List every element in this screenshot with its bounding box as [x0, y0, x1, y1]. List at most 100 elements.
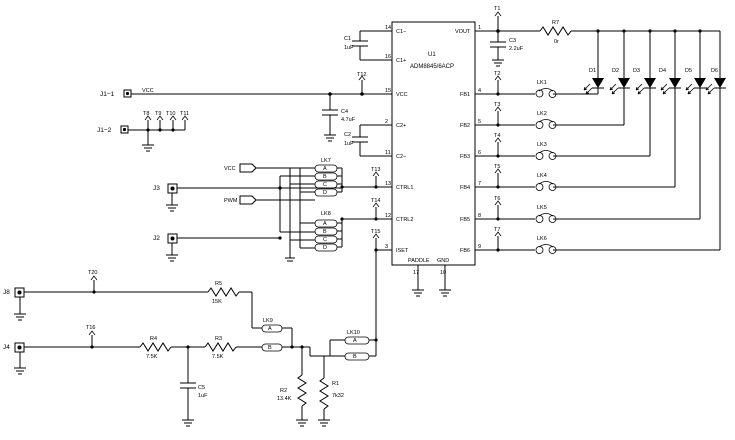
r1-value: 7k32 — [332, 393, 344, 399]
lk10-pin-a: A — [353, 338, 357, 344]
lk2-label: LK2 — [537, 111, 547, 117]
pin-name-c2minus: C2− — [396, 154, 406, 160]
connector-j2 — [166, 233, 282, 262]
pin-num-9: 9 — [478, 244, 481, 250]
ic-right-pins — [475, 30, 535, 251]
t9-label: T9 — [155, 111, 161, 117]
t7-label: T7 — [494, 227, 500, 233]
link-lk9 — [261, 324, 310, 427]
connector-j1-1 — [123, 89, 140, 98]
pin-name-iset: ISET — [396, 248, 409, 254]
lk4-label: LK4 — [537, 173, 547, 179]
d5-label: D5 — [685, 68, 692, 74]
lk7-pin-d: D — [323, 190, 327, 196]
pin-name-ctrl1: CTRL1 — [396, 185, 413, 191]
pin-num-1: 1 — [478, 25, 481, 31]
pin-name-fb4: FB4 — [460, 185, 470, 191]
r5-value: 15K — [212, 299, 222, 305]
lk7-pin-a: A — [323, 166, 327, 172]
ic-u1-body — [391, 21, 476, 266]
lk10-pin-b: B — [353, 354, 357, 360]
d1-label: D1 — [589, 68, 596, 74]
c2-value: 1uF — [344, 141, 354, 147]
pin-name-vcc: VCC — [396, 92, 408, 98]
j4-r4-r3-path — [14, 330, 262, 427]
lk9-label: LK9 — [263, 318, 273, 324]
lk1-label: LK1 — [537, 80, 547, 86]
c1-ref: C1 — [344, 36, 351, 42]
t14-label: T14 — [371, 198, 380, 204]
j2-label: J2 — [153, 235, 160, 242]
j3-label: J3 — [153, 185, 160, 192]
pin-name-fb3: FB3 — [460, 154, 470, 160]
c3-value: 2.2uF — [509, 46, 524, 52]
pin-name-c2plus: C2+ — [396, 123, 406, 129]
d6-label: D6 — [711, 68, 718, 74]
pin-name-vout: VOUT — [455, 29, 471, 35]
ic-ref: U1 — [428, 52, 436, 58]
capacitor-c4 — [322, 92, 338, 142]
lk7-pin-b: B — [323, 174, 327, 180]
pin-name-fb1: FB1 — [460, 92, 470, 98]
lk10-label: LK10 — [347, 330, 360, 336]
t13-label: T13 — [371, 167, 380, 173]
lk9-pin-a: A — [268, 326, 272, 332]
ic-left-pins — [140, 30, 392, 251]
lk8-pin-c: C — [323, 237, 327, 243]
vcc-flag-label: VCC — [224, 166, 236, 172]
pin-name-fb2: FB2 — [460, 123, 470, 129]
t11-label: T11 — [180, 111, 189, 117]
d2-label: D2 — [612, 68, 619, 74]
pin-name-c1minus: C1− — [396, 29, 406, 35]
r7-ref: R7 — [552, 20, 559, 26]
r2-ref: R2 — [280, 388, 287, 394]
r7-value: 0r — [554, 39, 559, 45]
lk3-label: LK3 — [537, 142, 547, 148]
pin-num-12: 12 — [385, 213, 391, 219]
pin-num-3: 3 — [385, 244, 388, 250]
pin-name-gnd: GND — [437, 258, 449, 264]
j8-label: J8 — [3, 289, 10, 296]
t16-label: T16 — [86, 325, 95, 331]
t3-label: T3 — [494, 102, 500, 108]
link-lk10 — [309, 250, 378, 427]
fb-test-points — [494, 75, 502, 252]
t5-label: T5 — [494, 164, 500, 170]
t2-label: T2 — [494, 71, 500, 77]
test-point-t12 — [358, 75, 366, 96]
r1-ref: R1 — [332, 381, 339, 387]
j1-2-label: J1−2 — [97, 127, 112, 134]
t8-label: T8 — [143, 111, 149, 117]
led-array — [553, 29, 726, 251]
t6-label: T6 — [494, 196, 500, 202]
pin-name-paddle: PADDLE — [408, 258, 430, 264]
pin-num-10: 10 — [440, 270, 446, 276]
t4-label: T4 — [494, 133, 500, 139]
pin-num-17: 17 — [413, 270, 419, 276]
ic-bottom-grounds — [412, 265, 451, 297]
connector-j3 — [166, 183, 342, 212]
d3-label: D3 — [633, 68, 640, 74]
pin-num-14: 14 — [385, 25, 391, 31]
pin-name-fb5: FB5 — [460, 217, 470, 223]
r4-ref: R4 — [150, 336, 157, 342]
t20-label: T20 — [88, 270, 97, 276]
capacitor-c1 — [352, 30, 372, 61]
capacitor-c2 — [352, 124, 372, 157]
pin-num-2: 2 — [385, 119, 388, 125]
lk8-pin-d: D — [323, 245, 327, 251]
r3-value: 7.5K — [212, 354, 224, 360]
pin-name-fb6: FB6 — [460, 248, 470, 254]
d4-label: D4 — [659, 68, 666, 74]
r4-value: 7.5K — [146, 354, 158, 360]
lk6-label: LK6 — [537, 236, 547, 242]
c4-value: 4.7uF — [341, 117, 356, 123]
pwm-flag-label: PWM — [224, 198, 238, 204]
t15-label: T15 — [371, 229, 380, 235]
lk9-pin-b: B — [268, 345, 272, 351]
c1-value: 1uF — [344, 45, 354, 51]
lk7-pin-c: C — [323, 182, 327, 188]
c5-value: 1uF — [198, 393, 208, 399]
pin-num-13: 13 — [385, 181, 391, 187]
